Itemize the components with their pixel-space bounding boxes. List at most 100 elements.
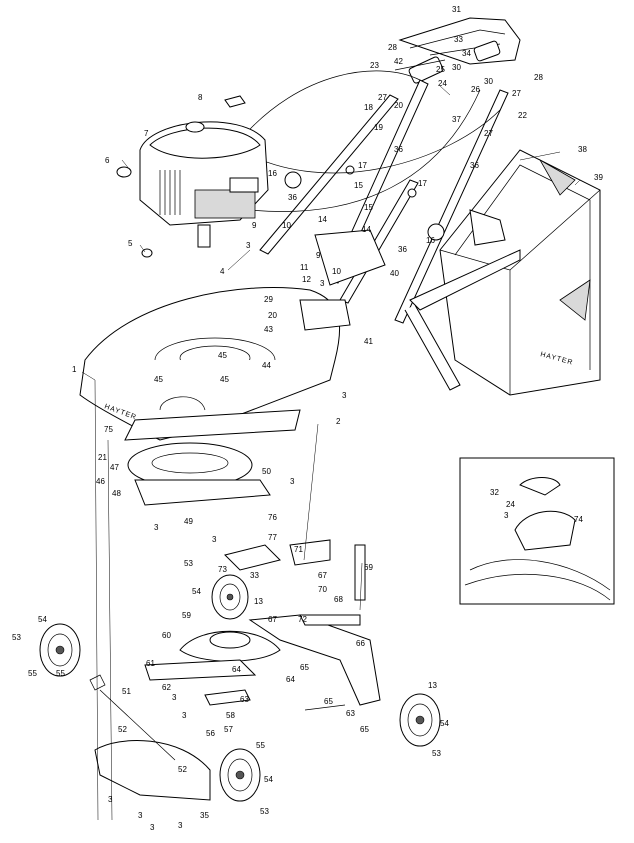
callout-label: 22 xyxy=(518,111,527,120)
callout-label: 73 xyxy=(218,565,227,574)
callout-label: 39 xyxy=(594,173,603,182)
callout-label: 3 xyxy=(246,241,251,250)
callout-label: 58 xyxy=(226,711,235,720)
callout-label: 28 xyxy=(534,73,543,82)
callout-label: 7 xyxy=(144,129,149,138)
callout-label: 42 xyxy=(394,57,403,66)
callout-label: 4 xyxy=(220,267,225,276)
callout-label: 30 xyxy=(452,63,461,72)
callout-label: 46 xyxy=(96,477,105,486)
callout-label: 52 xyxy=(178,765,187,774)
callout-label: 9 xyxy=(316,251,321,260)
callout-label: 53 xyxy=(260,807,269,816)
callout-label: 12 xyxy=(302,275,311,284)
callout-label: 35 xyxy=(200,811,209,820)
callout-label: 64 xyxy=(232,665,241,674)
callout-label: 43 xyxy=(264,325,273,334)
callout-label: 51 xyxy=(122,687,131,696)
callout-label: 65 xyxy=(300,663,309,672)
wheels xyxy=(39,574,441,802)
callout-label: 33 xyxy=(454,35,463,44)
callout-label: 66 xyxy=(356,639,365,648)
callout-label: 23 xyxy=(370,61,379,70)
callout-label: 54 xyxy=(192,587,201,596)
callout-label: 47 xyxy=(110,463,119,472)
callout-label: 63 xyxy=(240,695,249,704)
callout-label: 16 xyxy=(268,169,277,178)
callout-label: 54 xyxy=(440,719,449,728)
callout-label: 9 xyxy=(252,221,257,230)
callout-label: 19 xyxy=(374,123,383,132)
callout-label: 29 xyxy=(264,295,273,304)
callout-label: 57 xyxy=(224,725,233,734)
callout-label: 54 xyxy=(264,775,273,784)
callout-label: 65 xyxy=(360,725,369,734)
callout-label: 40 xyxy=(390,269,399,278)
callout-label: 59 xyxy=(182,611,191,620)
callout-label: 28 xyxy=(388,43,397,52)
callout-label: 55 xyxy=(28,669,37,678)
callout-label: 38 xyxy=(578,145,587,154)
callout-label: 10 xyxy=(282,221,291,230)
callout-label: 16 xyxy=(426,236,435,245)
callout-label: 50 xyxy=(262,467,271,476)
callout-label: 69 xyxy=(364,563,373,572)
callout-label: 5 xyxy=(128,239,133,248)
callout-label: 3 xyxy=(108,795,113,804)
callout-label: 60 xyxy=(162,631,171,640)
callout-label: 15 xyxy=(354,181,363,190)
callout-label: 11 xyxy=(300,263,309,272)
callout-label: 24 xyxy=(506,500,515,509)
callout-label: 27 xyxy=(378,93,387,102)
callout-label: 53 xyxy=(12,633,21,642)
callout-label: 52 xyxy=(118,725,127,734)
callout-label: 63 xyxy=(346,709,355,718)
callout-labels: 31 33 28 34 42 25 30 23 27 24 26 30 27 2… xyxy=(12,5,603,832)
callout-label: 45 xyxy=(220,375,229,384)
callout-label: 71 xyxy=(294,545,303,554)
callout-label: 10 xyxy=(332,267,341,276)
callout-label: 21 xyxy=(98,453,107,462)
callout-label: 8 xyxy=(198,93,203,102)
callout-label: 49 xyxy=(184,517,193,526)
inset-detail xyxy=(459,457,615,605)
callout-label: 20 xyxy=(268,311,277,320)
callout-label: 76 xyxy=(268,513,277,522)
callout-label: 30 xyxy=(484,77,493,86)
callout-label: 3 xyxy=(504,511,509,520)
callout-label: 3 xyxy=(154,523,159,532)
callout-label: 36 xyxy=(398,245,407,254)
callout-label: 3 xyxy=(212,535,217,544)
callout-label: 61 xyxy=(146,659,155,668)
callout-label: 34 xyxy=(462,49,471,58)
callout-label: 36 xyxy=(288,193,297,202)
chassis xyxy=(89,539,381,801)
callout-label: 74 xyxy=(574,515,583,524)
callout-label: 70 xyxy=(318,585,327,594)
callout-label: 24 xyxy=(438,79,447,88)
callout-label: 3 xyxy=(320,279,325,288)
callout-label: 64 xyxy=(286,675,295,684)
callout-label: 62 xyxy=(162,683,171,692)
cutter-housing xyxy=(124,409,301,506)
callout-label: 3 xyxy=(182,711,187,720)
callout-label: 45 xyxy=(154,375,163,384)
leader-lines xyxy=(81,85,581,821)
callout-label: 54 xyxy=(38,615,47,624)
callout-label: 67 xyxy=(268,615,277,624)
callout-label: 14 xyxy=(318,215,327,224)
callout-label: 75 xyxy=(104,425,113,434)
callout-label: 27 xyxy=(512,89,521,98)
callout-label: 67 xyxy=(318,571,327,580)
callout-label: 13 xyxy=(428,681,437,690)
callout-label: 56 xyxy=(206,729,215,738)
callout-label: 44 xyxy=(262,361,271,370)
callout-label: 53 xyxy=(184,559,193,568)
engine xyxy=(116,95,269,258)
control-cable xyxy=(239,70,501,212)
callout-label: 2 xyxy=(336,417,341,426)
callout-label: 6 xyxy=(105,156,110,165)
grass-box xyxy=(314,149,601,396)
callout-label: 3 xyxy=(342,391,347,400)
